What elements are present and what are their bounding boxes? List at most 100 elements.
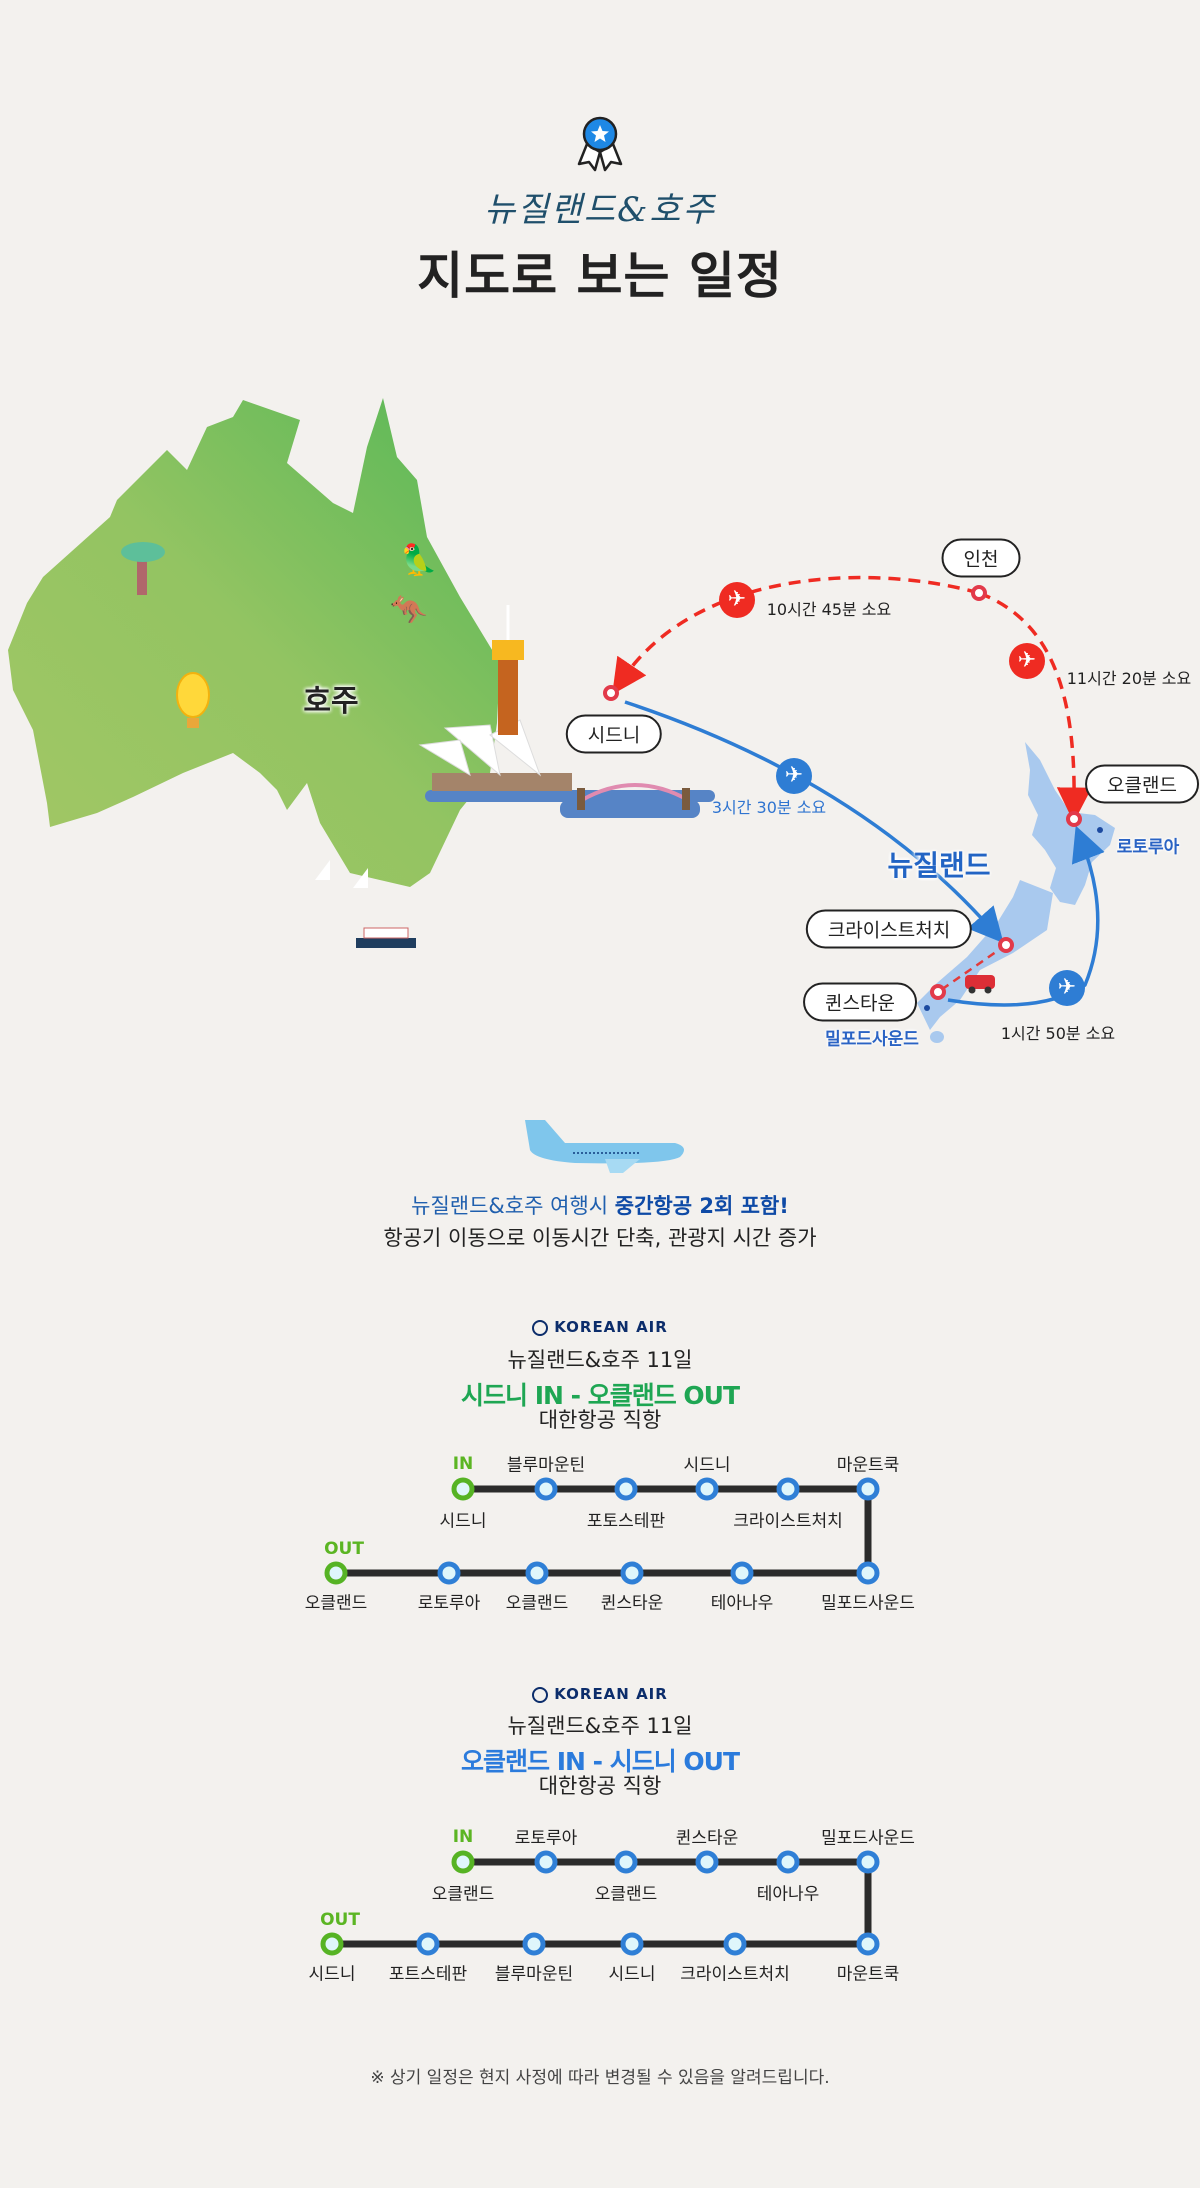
stop-node xyxy=(620,1561,644,1585)
route-map: 🦜 🦘 xyxy=(8,398,1115,1043)
stop-node xyxy=(856,1932,880,1956)
stop-label: 블루마운틴 xyxy=(506,1455,586,1476)
page-title: 지도로 보는 일정 xyxy=(417,247,783,305)
sydney-tower-icon xyxy=(492,605,524,735)
airplane-icon: ✈ xyxy=(1049,970,1085,1006)
airplane-icon: ✈ xyxy=(1009,643,1045,679)
duration-incheon-auckland: 11시간 20분 소요 xyxy=(1066,669,1192,688)
newzealand-label: 뉴질랜드 xyxy=(887,849,991,882)
stop-label: 밀포드사운드 xyxy=(821,1828,915,1849)
stop-node xyxy=(534,1850,558,1874)
korean-air-emblem-icon xyxy=(532,1320,549,1336)
stop-node xyxy=(620,1932,644,1956)
stop-label: 로토루아 xyxy=(514,1828,578,1849)
stop-node xyxy=(451,1850,475,1874)
stop-node xyxy=(525,1561,549,1585)
city-dot-milford xyxy=(924,1005,930,1011)
stop-node xyxy=(416,1932,440,1956)
out-label: OUT xyxy=(324,1539,364,1559)
airplane-icon: ✈ xyxy=(776,758,812,794)
stop-label: 오클랜드 xyxy=(594,1884,658,1905)
script-subtitle: 뉴질랜드&호주 xyxy=(484,190,716,230)
stop-node xyxy=(730,1561,754,1585)
stop-label: 시드니 xyxy=(608,1964,656,1985)
stop-node xyxy=(776,1850,800,1874)
stop-node xyxy=(776,1477,800,1501)
stop-node xyxy=(856,1561,880,1585)
award-ribbon-star-icon xyxy=(577,116,623,172)
stop-label: 오클랜드 xyxy=(431,1884,495,1905)
in-label: IN xyxy=(452,1454,474,1474)
airplane-illustration xyxy=(525,1120,684,1173)
car-icon xyxy=(965,975,995,994)
stop-node xyxy=(320,1932,344,1956)
city-dot-rotorua xyxy=(1097,827,1103,833)
airline-name: KOREAN AIR xyxy=(554,1685,668,1703)
stop-label: 블루마운틴 xyxy=(494,1964,574,1985)
stop-node xyxy=(324,1561,348,1585)
info-detail: 항공기 이동으로 이동시간 단축, 관광지 시간 증가 xyxy=(383,1226,817,1250)
stop-node xyxy=(522,1932,546,1956)
stop-label: 테아나우 xyxy=(756,1884,820,1905)
city-dot-auckland xyxy=(1066,811,1082,827)
stop-label: 시드니 xyxy=(683,1455,731,1476)
stop-label: 밀포드사운드 xyxy=(821,1593,915,1614)
info-bold: 중간항공 2회 포함! xyxy=(614,1194,789,1218)
city-dot-queenstown xyxy=(930,984,946,1000)
route-title: 시드니 IN - 오클랜드 OUT xyxy=(460,1381,740,1410)
city-label-christchurch: 크라이스트처치 xyxy=(805,909,973,949)
city-label-milford: 밀포드사운드 xyxy=(825,1029,919,1050)
stop-label: 시드니 xyxy=(308,1964,356,1985)
stop-node xyxy=(695,1850,719,1874)
korean-air-emblem-icon xyxy=(532,1687,549,1703)
stop-node xyxy=(856,1850,880,1874)
stop-label: 퀸스타운 xyxy=(675,1828,739,1849)
city-label-incheon: 인천 xyxy=(941,538,1021,578)
info-highlight: 뉴질랜드&호주 여행시 중간항공 2회 포함! xyxy=(0,1190,1200,1220)
city-dot-christchurch xyxy=(998,937,1014,953)
stop-label: 크라이스트처치 xyxy=(680,1964,790,1985)
flight-type: 대한항공 직항 xyxy=(538,1408,662,1432)
city-dot-sydney xyxy=(603,685,619,701)
route-sydney-christchurch xyxy=(624,700,1004,944)
korean-air-logo: KOREAN AIR xyxy=(0,1318,1200,1336)
flight-type: 대한항공 직항 xyxy=(538,1774,662,1798)
city-label-sydney: 시드니 xyxy=(565,714,663,754)
stewart-island xyxy=(930,1031,944,1043)
newzealand-south-island xyxy=(917,880,1053,1030)
stop-label: 시드니 xyxy=(439,1511,487,1532)
stop-node xyxy=(534,1477,558,1501)
harbour-bridge-icon xyxy=(577,783,690,810)
route-incheon-sydney xyxy=(612,575,980,695)
kangaroo-icon: 🦘 xyxy=(390,593,428,628)
product-title: 뉴질랜드&호주 11일 xyxy=(507,1348,693,1372)
stop-node xyxy=(723,1932,747,1956)
australia-label: 호주 xyxy=(303,684,359,719)
stop-label: 테아나우 xyxy=(710,1593,774,1614)
airline-name: KOREAN AIR xyxy=(554,1318,668,1336)
stop-label: 퀸스타운 xyxy=(600,1593,664,1614)
stop-node xyxy=(614,1850,638,1874)
stop-label: 마운트쿡 xyxy=(836,1964,900,1985)
sailboat-icon xyxy=(315,860,368,888)
info-prefix: 뉴질랜드&호주 여행시 xyxy=(411,1194,615,1218)
city-label-queenstown: 퀸스타운 xyxy=(803,982,917,1022)
stop-label: 포트스테판 xyxy=(388,1964,468,1985)
airplane-icon: ✈ xyxy=(719,582,755,618)
stop-node xyxy=(451,1477,475,1501)
stop-label: 포토스테판 xyxy=(586,1511,666,1532)
route-queenstown-auckland xyxy=(947,825,1105,1007)
in-label: IN xyxy=(452,1827,474,1847)
stop-label: 마운트쿡 xyxy=(836,1455,900,1476)
stop-node xyxy=(437,1561,461,1585)
product-title: 뉴질랜드&호주 11일 xyxy=(507,1714,693,1738)
baobab-tree-icon xyxy=(121,542,165,595)
stop-node xyxy=(856,1477,880,1501)
stop-label: 오클랜드 xyxy=(505,1593,569,1614)
stop-node xyxy=(695,1477,719,1501)
cruise-ship-icon xyxy=(356,927,416,948)
hot-air-balloon-icon xyxy=(176,672,210,728)
city-label-rotorua: 로토루아 xyxy=(1116,837,1180,858)
parrot-icon: 🦜 xyxy=(400,541,437,578)
australia-landmass xyxy=(8,398,500,887)
